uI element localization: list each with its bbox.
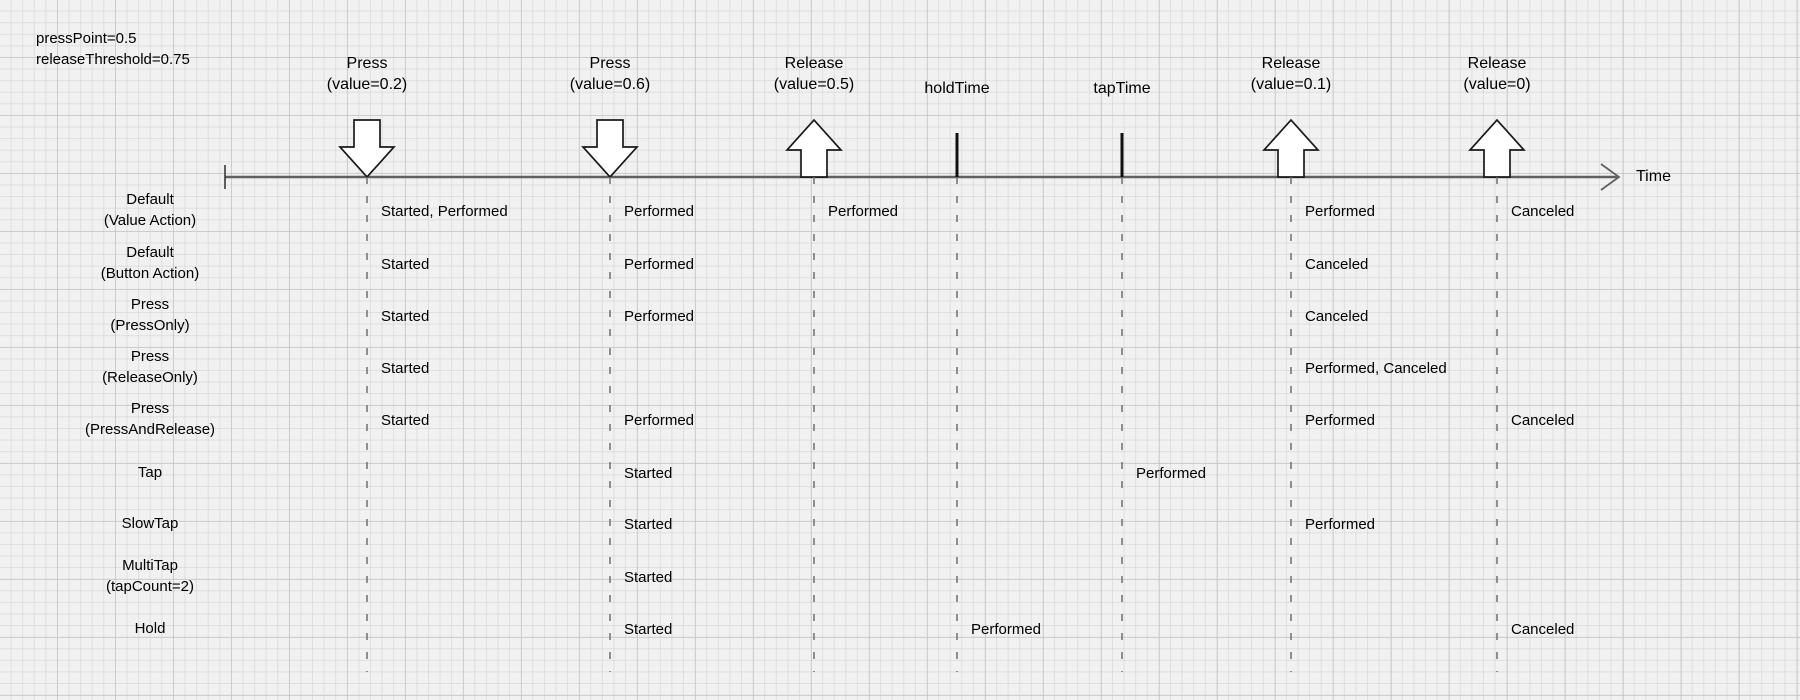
cell-hold-holdtime: Performed — [971, 621, 1042, 638]
event-label-line-1: Release — [1467, 55, 1527, 72]
event-label-press-1: Press (value=0.2) — [257, 53, 477, 95]
event-label-line-2: (value=0.6) — [569, 76, 651, 93]
parameter-note-line-1: pressPoint=0.5 — [36, 30, 137, 47]
event-label-line-1: Release — [784, 55, 844, 72]
release-arrow-up-icon — [1468, 118, 1526, 178]
cell-default-button-action-press-1: Started — [381, 256, 430, 273]
row-label-line-2: (Button Action) — [100, 265, 200, 282]
cell-press-pressonly-release-2: Canceled — [1305, 308, 1369, 325]
event-label-line-2: (value=0.2) — [326, 76, 408, 93]
row-label-press-pressonly: Press (PressOnly) — [20, 294, 280, 336]
event-label-line-1: Press — [346, 55, 388, 72]
event-label-taptime: tapTime — [1012, 78, 1232, 99]
row-label-line-1: MultiTap — [122, 557, 178, 574]
press-arrow-down-icon — [338, 119, 396, 179]
row-label-line-1: Press — [130, 296, 170, 313]
row-label-line-1: SlowTap — [121, 515, 179, 532]
parameter-note: pressPoint=0.5 releaseThreshold=0.75 — [36, 28, 190, 70]
row-label-line-1: Press — [130, 400, 170, 417]
cell-hold-press-2: Started — [624, 621, 673, 638]
row-label-line-1: Default — [126, 244, 174, 261]
row-label-press-releaseonly: Press (ReleaseOnly) — [20, 346, 280, 388]
event-label-release-2: Release (value=0.1) — [1181, 53, 1401, 95]
cell-press-pressonly-press-1: Started — [381, 308, 430, 325]
row-label-line-1: Tap — [137, 464, 163, 481]
row-label-default-button-action: Default (Button Action) — [20, 242, 280, 284]
event-label-release-1: Release (value=0.5) — [704, 53, 924, 95]
cell-default-value-action-press-2: Performed — [624, 203, 695, 220]
row-label-line-1: Press — [130, 348, 170, 365]
press-arrow-down-icon — [581, 119, 639, 179]
cell-default-value-action-release-2: Performed — [1305, 203, 1376, 220]
row-label-line-1: Hold — [134, 620, 166, 637]
row-label-line-2: (PressOnly) — [110, 317, 190, 334]
event-label-holdtime: holdTime — [847, 78, 1067, 99]
row-label-default-value-action: Default (Value Action) — [20, 189, 280, 231]
cell-tap-taptime: Performed — [1136, 465, 1207, 482]
time-axis-label: Time — [1636, 168, 1671, 185]
cell-press-releaseonly-release-2: Performed, Canceled — [1305, 360, 1447, 377]
cell-press-pressandrelease-press-2: Performed — [624, 412, 695, 429]
cell-default-value-action-press-1: Started, Performed — [381, 203, 508, 220]
cell-press-pressandrelease-release-3: Canceled — [1511, 412, 1575, 429]
event-label-line-2: (value=0) — [1463, 76, 1531, 93]
cell-press-pressandrelease-release-2: Performed — [1305, 412, 1376, 429]
cell-press-releaseonly-press-1: Started — [381, 360, 430, 377]
cell-tap-press-2: Started — [624, 465, 673, 482]
parameter-note-line-2: releaseThreshold=0.75 — [36, 51, 190, 68]
row-label-press-pressandrelease: Press (PressAndRelease) — [20, 398, 280, 440]
event-label-line-1: Press — [589, 55, 631, 72]
event-label-press-2: Press (value=0.6) — [500, 53, 720, 95]
row-label-tap: Tap — [20, 462, 280, 483]
cell-default-value-action-release-3: Canceled — [1511, 203, 1575, 220]
cell-hold-release-3: Canceled — [1511, 621, 1575, 638]
row-label-hold: Hold — [20, 618, 280, 639]
row-label-line-2: (ReleaseOnly) — [102, 369, 198, 386]
cell-slowtap-release-2: Performed — [1305, 516, 1376, 533]
time-axis-arrowhead — [1600, 163, 1621, 191]
event-label-line-1: tapTime — [1093, 80, 1151, 97]
event-label-line-1: holdTime — [924, 80, 990, 97]
release-arrow-up-icon — [785, 118, 843, 178]
event-label-release-3: Release (value=0) — [1387, 53, 1607, 95]
cell-press-pressonly-press-2: Performed — [624, 308, 695, 325]
cell-slowtap-press-2: Started — [624, 516, 673, 533]
row-label-line-1: Default — [126, 191, 174, 208]
cell-multitap-press-2: Started — [624, 569, 673, 586]
cell-press-pressandrelease-press-1: Started — [381, 412, 430, 429]
event-label-line-1: Release — [1261, 55, 1321, 72]
row-label-line-2: (tapCount=2) — [106, 578, 194, 595]
row-label-multitap: MultiTap (tapCount=2) — [20, 555, 280, 597]
event-label-line-2: (value=0.5) — [773, 76, 855, 93]
row-label-slowtap: SlowTap — [20, 513, 280, 534]
row-label-line-2: (PressAndRelease) — [84, 421, 216, 438]
release-arrow-up-icon — [1262, 118, 1320, 178]
cell-default-button-action-press-2: Performed — [624, 256, 695, 273]
cell-default-value-action-release-1: Performed — [828, 203, 899, 220]
cell-default-button-action-release-2: Canceled — [1305, 256, 1369, 273]
event-label-line-2: (value=0.1) — [1250, 76, 1332, 93]
row-label-line-2: (Value Action) — [103, 212, 197, 229]
